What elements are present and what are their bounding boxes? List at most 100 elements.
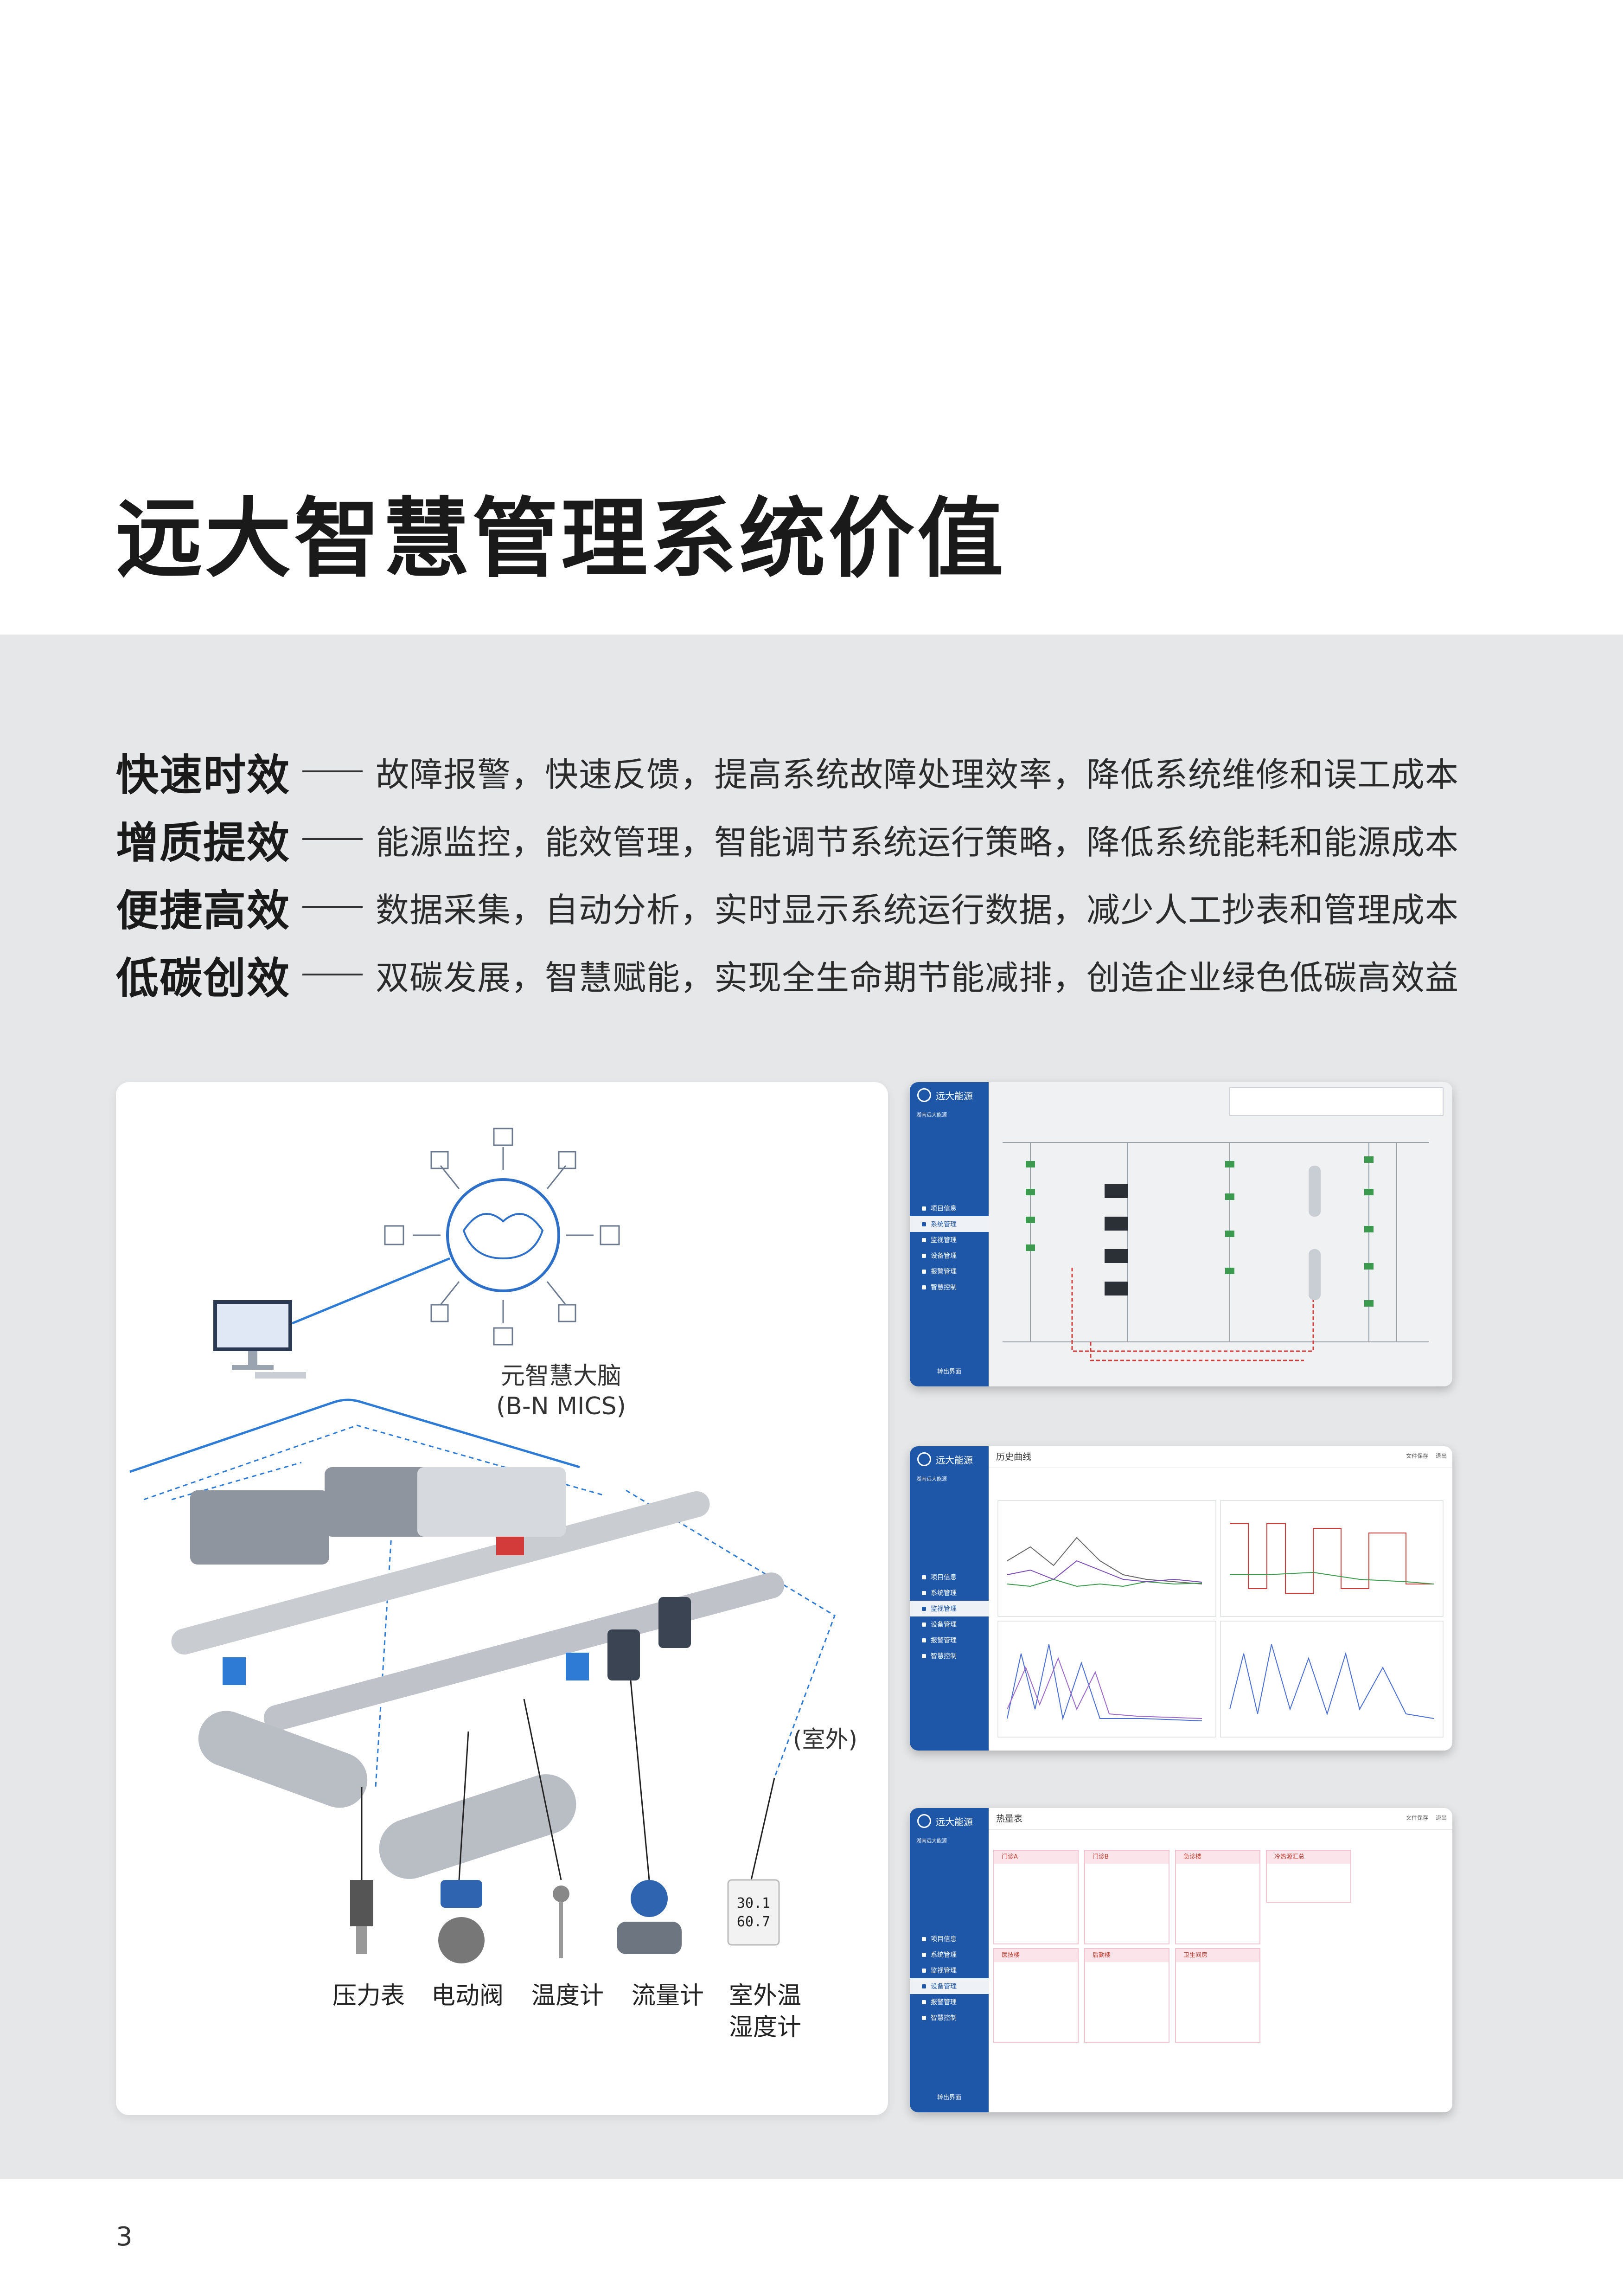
device-label: 流量计 <box>631 1982 704 2010</box>
screenshot-system-schematic: 远大能源 湖南远大能源 项目信息 系统管理 监视管理 设备管理 报警管理 智慧控… <box>910 1082 1452 1386</box>
heat-meter-pane: 热量表 文件保存 退出 门诊A 门诊B 急诊楼 冷热源汇总 医技楼 后勤楼 <box>989 1808 1452 2112</box>
exit-link[interactable]: 转出界面 <box>937 1368 961 1375</box>
house-icon <box>600 1225 620 1245</box>
factory-icon <box>558 1304 576 1322</box>
history-charts <box>997 1500 1444 1738</box>
save-button[interactable]: 文件保存 <box>1406 1815 1429 1821</box>
value-row: 便捷高效 数据采集，自动分析，实时显示系统运行数据，减少人工抄表和管理成本 <box>116 873 1553 941</box>
system-illustration-card: 30.1 60.7 <box>116 1082 888 2115</box>
wind-turbine-icon <box>430 1304 449 1322</box>
sidebar-item-project[interactable]: 项目信息 <box>910 1931 989 1947</box>
pipe-network <box>171 1467 785 1879</box>
device-label: 温度计 <box>531 1982 604 2010</box>
pressure-gauge-icon <box>350 1880 373 1954</box>
brain-icon <box>446 1178 560 1292</box>
pane-title: 热量表 <box>989 1808 1452 1830</box>
history-pane: 历史曲线 文件保存 退出 <box>989 1446 1452 1751</box>
schematic-pane <box>989 1082 1452 1386</box>
dash-line <box>302 974 363 975</box>
flow-meter-icon <box>617 1880 682 1954</box>
exit-button[interactable]: 退出 <box>1435 1815 1447 1821</box>
meter-card: 冷热源汇总 <box>1266 1850 1351 1903</box>
sidebar: 远大能源 湖南远大能源 项目信息 系统管理 监视管理 设备管理 报警管理 智慧控… <box>910 1808 989 2112</box>
sidebar-menu: 项目信息 系统管理 监视管理 设备管理 报警管理 智慧控制 <box>910 1569 989 1664</box>
sidebar-item-alarm[interactable]: 报警管理 <box>910 1263 989 1279</box>
value-row: 低碳创效 双碳发展，智慧赋能，实现全生命期节能减排，创造企业绿色低碳高效益 <box>116 941 1553 1008</box>
sidebar-item-monitor[interactable]: 监视管理 <box>910 1232 989 1248</box>
exit-link[interactable]: 转出界面 <box>937 2094 961 2101</box>
value-description: 能源监控，能效管理，智能调节系统运行策略，降低系统能耗和能源成本 <box>376 822 1459 862</box>
meter-card: 卫生间房 <box>1175 1948 1260 2043</box>
value-description: 数据采集，自动分析，实时显示系统运行数据，减少人工抄表和管理成本 <box>376 890 1459 930</box>
sidebar-item-device[interactable]: 设备管理 <box>910 1978 989 1994</box>
sensor-icon <box>430 1151 449 1169</box>
sidebar-item-monitor[interactable]: 监视管理 <box>910 1963 989 1978</box>
laptop-icon <box>493 1327 513 1346</box>
system-illustration: 30.1 60.7 <box>129 1128 836 1963</box>
value-heading: 快速时效 <box>116 750 291 800</box>
outdoor-note: (室外) <box>793 1726 858 1753</box>
page-title: 远大智慧管理系统价值 <box>116 488 1007 589</box>
pane-title: 历史曲线 <box>989 1446 1452 1468</box>
pane-toolbar: 文件保存 退出 <box>1406 1452 1447 1460</box>
sidebar-item-device[interactable]: 设备管理 <box>910 1616 989 1632</box>
sensor-readout: 60.7 <box>737 1914 770 1930</box>
logo-icon <box>917 1814 931 1828</box>
electric-valve-icon <box>438 1880 485 1963</box>
sidebar-item-project[interactable]: 项目信息 <box>910 1569 989 1585</box>
sidebar-menu: 项目信息 系统管理 监视管理 设备管理 报警管理 智慧控制 <box>910 1931 989 2026</box>
sidebar-item-device[interactable]: 设备管理 <box>910 1248 989 1263</box>
outdoor-sensor-icon: 30.1 60.7 <box>727 1879 780 1946</box>
sidebar-item-alarm[interactable]: 报警管理 <box>910 1632 989 1648</box>
page-number: 3 <box>116 2222 133 2252</box>
dash-line <box>302 770 363 772</box>
value-description: 故障报警，快速反馈，提高系统故障处理效率，降低系统维修和误工成本 <box>376 755 1459 794</box>
meter-card: 门诊A <box>993 1850 1079 1944</box>
sidebar-menu: 项目信息 系统管理 监视管理 设备管理 报警管理 智慧控制 <box>910 1200 989 1295</box>
sidebar-item-project[interactable]: 项目信息 <box>910 1200 989 1216</box>
value-heading: 低碳创效 <box>116 953 291 1003</box>
person-icon <box>384 1225 404 1245</box>
building-icon <box>558 1151 576 1169</box>
screenshot-history-curves: 远大能源 湖南远大能源 项目信息 系统管理 监视管理 设备管理 报警管理 智慧控… <box>910 1446 1452 1751</box>
site-info: 湖南远大能源 <box>916 1476 947 1482</box>
save-button[interactable]: 文件保存 <box>1406 1453 1429 1459</box>
brain-label: 元智慧大脑 (B-N MICS) <box>496 1362 626 1420</box>
sidebar-item-control[interactable]: 智慧控制 <box>910 1279 989 1295</box>
dash-line <box>302 906 363 908</box>
thermometer-icon <box>553 1886 569 1958</box>
sidebar-item-alarm[interactable]: 报警管理 <box>910 1994 989 2010</box>
sidebar-item-control[interactable]: 智慧控制 <box>910 1648 989 1664</box>
value-list: 快速时效 故障报警，快速反馈，提高系统故障处理效率，降低系统维修和误工成本 增质… <box>116 738 1553 1008</box>
value-row: 快速时效 故障报警，快速反馈，提高系统故障处理效率，降低系统维修和误工成本 <box>116 738 1553 805</box>
sidebar-item-system[interactable]: 系统管理 <box>910 1585 989 1601</box>
meter-card: 后勤楼 <box>1084 1948 1169 2043</box>
sidebar-item-control[interactable]: 智慧控制 <box>910 2010 989 2026</box>
sidebar-item-system[interactable]: 系统管理 <box>910 1947 989 1963</box>
value-heading: 便捷高效 <box>116 885 291 936</box>
site-info: 湖南远大能源 <box>916 1838 947 1844</box>
device-label: 室外温 湿度计 <box>728 1982 801 2041</box>
value-row: 增质提效 能源监控，能效管理，智能调节系统运行策略，降低系统能耗和能源成本 <box>116 805 1553 873</box>
iot-icon-ring <box>384 1128 620 1346</box>
logo-icon <box>917 1452 931 1466</box>
sidebar-item-monitor[interactable]: 监视管理 <box>910 1601 989 1616</box>
meter-card: 医技楼 <box>993 1948 1079 2043</box>
value-description: 双碳发展，智慧赋能，实现全生命期节能减排，创造企业绿色低碳高效益 <box>376 958 1459 997</box>
meter-card: 门诊B <box>1084 1850 1169 1944</box>
monitor-icon <box>213 1300 306 1379</box>
dash-line <box>302 838 363 840</box>
exit-button[interactable]: 退出 <box>1435 1453 1447 1459</box>
device-label: 压力表 <box>332 1982 405 2010</box>
sidebar-item-system[interactable]: 系统管理 <box>910 1216 989 1232</box>
brand-logo: 远大能源 <box>910 1446 989 1472</box>
screenshot-heat-meter: 远大能源 湖南远大能源 项目信息 系统管理 监视管理 设备管理 报警管理 智慧控… <box>910 1808 1452 2112</box>
schematic-diagram <box>1003 1087 1444 1361</box>
sidebar: 远大能源 湖南远大能源 项目信息 系统管理 监视管理 设备管理 报警管理 智慧控… <box>910 1082 989 1386</box>
pane-toolbar: 文件保存 退出 <box>1406 1814 1447 1821</box>
device-label: 电动阀 <box>431 1982 504 2010</box>
brand-logo: 远大能源 <box>910 1082 989 1108</box>
site-info: 湖南远大能源 <box>916 1112 947 1118</box>
brand-logo: 远大能源 <box>910 1808 989 1834</box>
sidebar: 远大能源 湖南远大能源 项目信息 系统管理 监视管理 设备管理 报警管理 智慧控… <box>910 1446 989 1751</box>
